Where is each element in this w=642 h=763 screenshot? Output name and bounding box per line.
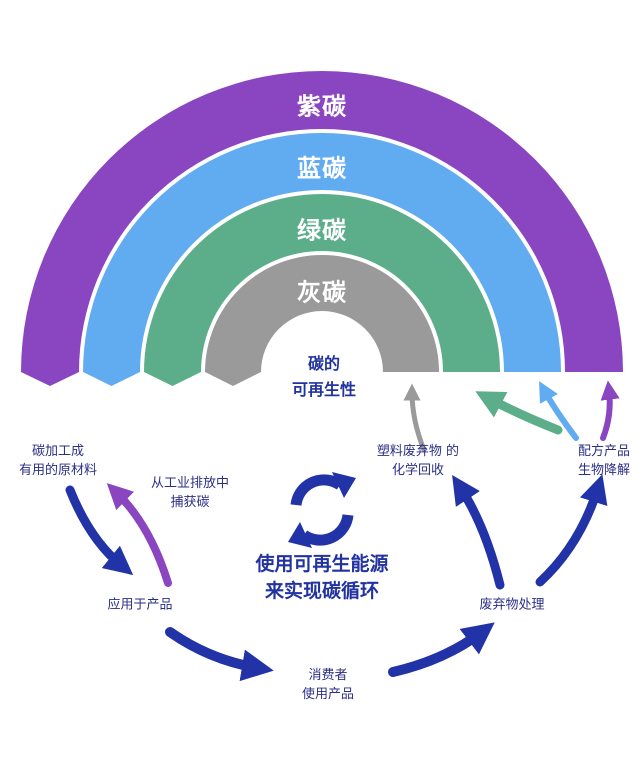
band-label-purple-carbon: 紫碳 — [297, 92, 347, 121]
arrow-capture-to-raw — [106, 483, 172, 587]
arrow-raw-to-apply — [65, 485, 134, 576]
band-purple-carbon — [21, 71, 623, 386]
node-biodegrade-line2: 生物降解 — [577, 463, 631, 478]
node-consumer-line1: 消费者 — [308, 668, 348, 683]
cycle-title-line2: 来实现碳循环 — [264, 580, 380, 602]
arrow-apply-to-consumer — [165, 627, 274, 682]
node-apply: 应用于产品 — [107, 597, 173, 613]
arrow-waste-to-recycling — [452, 474, 505, 590]
node-raw-material-line2: 有用的原材料 — [18, 463, 98, 478]
node-waste: 废弃物处理 — [479, 597, 545, 613]
node-raw-material-line1: 碳加工成 — [31, 444, 85, 459]
node-raw-material: 碳加工成 有用的原材料 — [19, 442, 97, 480]
node-capture-line1: 从工业排放中 — [150, 476, 230, 491]
node-consumer: 消费者 使用产品 — [302, 666, 354, 704]
arrow-to-purple-carbon — [600, 380, 620, 441]
cycle-title: 使用可再生能源 来实现碳循环 — [255, 551, 388, 605]
arrow-waste-to-biodegrade — [535, 474, 608, 587]
band-label-green-carbon: 绿碳 — [297, 216, 347, 245]
arrow-to-green-carbon — [475, 391, 563, 435]
recycle-icon — [288, 472, 356, 548]
band-label-gray-carbon: 灰碳 — [297, 278, 347, 307]
band-green-carbon — [144, 194, 500, 386]
center-title-line1: 碳的 — [307, 354, 341, 373]
cycle-title-line1: 使用可再生能源 — [255, 553, 389, 575]
node-chemical-recycling-line2: 化学回收 — [391, 463, 445, 478]
band-label-blue-carbon: 蓝碳 — [297, 154, 347, 183]
node-biodegrade: 配方产品 生物降解 — [578, 442, 630, 480]
node-biodegrade-line1: 配方产品 — [577, 444, 631, 459]
band-gray-carbon — [205, 255, 439, 386]
node-capture: 从工业排放中 捕获碳 — [151, 474, 229, 512]
arrow-to-gray-carbon — [403, 383, 427, 453]
center-title-line2: 可再生性 — [291, 380, 357, 399]
node-capture-line2: 捕获碳 — [170, 495, 210, 510]
node-chemical-recycling-line1: 塑料废弃物 的 — [376, 444, 460, 459]
arrow-to-blue-carbon — [539, 381, 579, 441]
node-consumer-line2: 使用产品 — [301, 687, 355, 702]
center-title: 碳的 可再生性 — [292, 351, 356, 403]
band-blue-carbon — [83, 133, 561, 386]
arrow-consumer-to-waste — [388, 622, 495, 677]
node-chemical-recycling: 塑料废弃物 的 化学回收 — [377, 442, 459, 480]
